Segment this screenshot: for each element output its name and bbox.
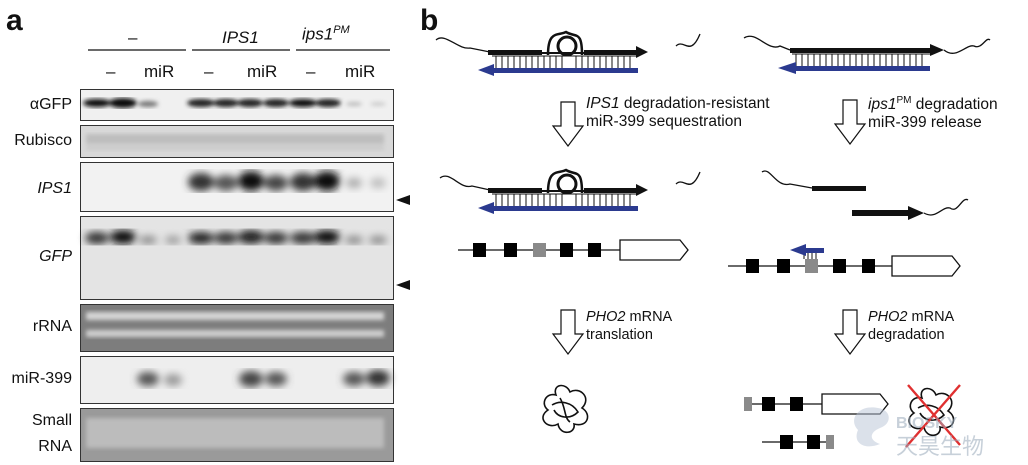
caption-pho2-degradation-line1: PHO2 mRNA <box>868 308 954 326</box>
caption-pho2-degradation: PHO2 mRNA degradation <box>868 308 954 344</box>
caption-ips1pm-release: ips1PM degradation miR-399 release <box>868 92 998 132</box>
row-label-small-rna-line2: RNA <box>38 438 72 455</box>
row-label-agfp: αGFP <box>29 96 72 113</box>
lane-label-3: – <box>204 62 214 81</box>
agfp-bands <box>83 98 386 108</box>
small-rna-bands <box>86 418 384 448</box>
caption-pho2-translation: PHO2 mRNA translation <box>586 308 672 344</box>
rrna-bands <box>86 312 384 337</box>
caption-ips1pm-line1: ips1PM degradation <box>868 92 998 114</box>
ips1pm-duplex-top <box>743 35 991 56</box>
row-label-rubisco: Rubisco <box>14 132 72 149</box>
caption-pho2-translation-italic: PHO2 <box>586 309 626 325</box>
blot-mir399 <box>80 356 394 404</box>
blot-ips1 <box>80 162 394 212</box>
ips1-mirna-middle <box>478 193 638 214</box>
lane-label-2: miR <box>144 62 175 81</box>
caption-pho2-translation-line1: PHO2 mRNA <box>586 308 672 326</box>
ips1-duplex-middle <box>439 168 701 196</box>
mir399-bands <box>137 370 390 387</box>
lane-label-6: miR <box>345 62 376 81</box>
caption-pho2-translation-rest: mRNA <box>625 309 673 325</box>
row-label-ips1: IPS1 <box>37 180 72 197</box>
pho2-gene-right <box>728 244 961 277</box>
row-label-mir399: miR-399 <box>11 370 72 387</box>
panel-a-letter: a <box>6 4 23 37</box>
caption-pho2-degradation-rest: mRNA <box>907 309 955 325</box>
row-label-small-rna-line1: Small <box>31 412 72 429</box>
ips1-mirna-top <box>478 55 638 76</box>
caption-ips1pm-italic: ips1 <box>868 96 897 114</box>
watermark-text2: 天昊生物 <box>896 434 984 459</box>
watermark-logo <box>854 407 889 447</box>
caption-ips1-italic: IPS1 <box>586 95 620 112</box>
lane-label-5: – <box>306 62 316 81</box>
group-label-ips1: IPS1 <box>222 28 259 47</box>
watermark-text1: BIOSKY <box>896 415 958 432</box>
ips1pm-mirna-top <box>778 53 930 74</box>
caption-ips1-line1: IPS1 degradation-resistant <box>586 95 770 113</box>
caption-ips1-rest: degradation-resistant <box>619 95 770 112</box>
hollow-arrow-left-1 <box>551 101 585 147</box>
ips1pm-cleaved <box>761 170 969 220</box>
caption-ips1pm-rest: degradation <box>911 96 998 114</box>
pho2-gene-left <box>458 239 689 261</box>
row-label-rrna: rRNA <box>32 318 72 335</box>
group-label-ips1pm-text: ips1 <box>302 24 334 44</box>
degraded-fragment-2 <box>762 435 834 449</box>
caption-pho2-degradation-italic: PHO2 <box>868 309 908 325</box>
group-label-ips1pm-sup: PM <box>333 24 350 36</box>
rubisco-bands <box>86 134 384 150</box>
hollow-arrow-right-2 <box>833 309 867 355</box>
hollow-arrow-left-2 <box>551 309 585 355</box>
hollow-arrow-right-1 <box>833 99 867 145</box>
group-label-ips1pm: ips1PM <box>302 24 350 45</box>
caption-ips1pm-sup: PM <box>896 95 912 106</box>
caption-pho2-translation-line2: translation <box>586 327 653 343</box>
lane-label-4: miR <box>247 62 278 81</box>
group-label-control: – <box>128 28 138 47</box>
blot-gfp <box>80 216 394 300</box>
protein-scribble-left <box>542 384 589 434</box>
caption-ips1-sequestration: IPS1 degradation-resistant miR-399 seque… <box>586 95 770 131</box>
ips1-arrowhead <box>396 195 410 205</box>
caption-ips1-line2: miR-399 sequestration <box>586 113 742 130</box>
ips1-bands <box>188 171 386 191</box>
row-label-gfp: GFP <box>39 248 72 265</box>
panel-b-letter: b <box>420 4 439 37</box>
caption-pho2-degradation-line2: degradation <box>868 327 945 343</box>
ips1-duplex-top <box>435 30 701 58</box>
caption-ips1pm-line2: miR-399 release <box>868 114 982 132</box>
lane-label-1: – <box>106 62 116 81</box>
cross-icon <box>905 384 961 448</box>
gfp-arrowhead <box>396 280 410 290</box>
gfp-bands <box>85 230 387 244</box>
